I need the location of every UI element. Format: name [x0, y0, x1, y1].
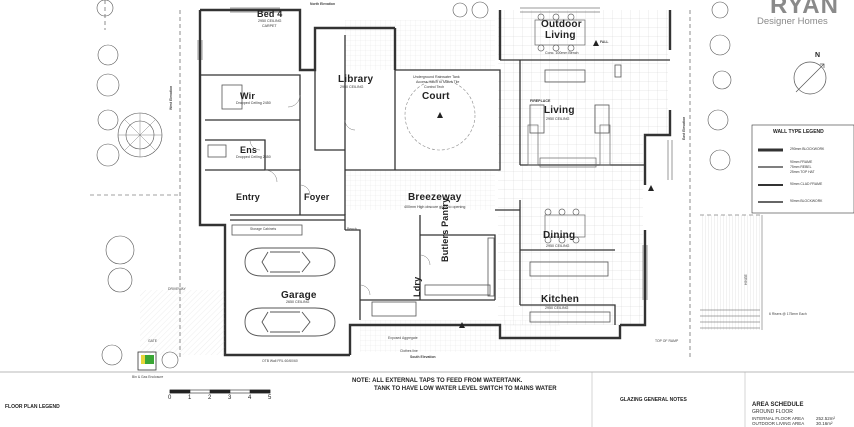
- room-kitchen: Kitchen: [541, 294, 580, 305]
- hinge-label: HINGE: [744, 274, 748, 285]
- area-row2-value: 30.16m²: [816, 421, 833, 426]
- room-ens-ceiling: Dropped Ceiling 2450: [236, 155, 271, 159]
- gate-label: GATE: [148, 339, 157, 343]
- room-bed4-ceiling: 2950 CEILING: [258, 19, 282, 23]
- bench-label: Bench: [347, 227, 357, 231]
- fireplace-label: FIREPLACE: [530, 99, 551, 103]
- area-row1-value: 252.52m²: [816, 416, 836, 421]
- room-breezeway: Breezeway: [408, 192, 462, 203]
- room-dining: Dining: [543, 230, 576, 241]
- room-entry: Entry: [236, 192, 261, 202]
- south-elevation-label: South Elevation: [410, 355, 436, 359]
- court-note-2: Access Hatch to Match Tile: [416, 80, 460, 84]
- room-living: Living: [544, 105, 575, 116]
- room-wir-ceiling: Dropped Ceiling 2450: [236, 101, 271, 105]
- wall-legend-item-3: 75mm REBEL: [790, 165, 812, 169]
- room-library-ceiling: 2950 CEILING: [340, 85, 364, 89]
- north-label: N: [815, 52, 821, 59]
- floor-legend-title: FLOOR PLAN LEGEND: [5, 404, 60, 410]
- bin-enclosure-label: Bin & Gas Enclosure: [132, 375, 164, 379]
- brand-tagline: Designer Homes: [757, 16, 828, 27]
- area-schedule-title: AREA SCHEDULE: [752, 402, 804, 408]
- room-ens: Ens: [240, 145, 258, 155]
- scale-tick-3: 3: [228, 395, 232, 401]
- area-row1-label: INTERNAL FLOOR AREA: [752, 416, 805, 421]
- wall-frl-label: OTB Wall FRL 60/60/60: [262, 359, 298, 363]
- room-dining-ceiling: 2950 CEILING: [546, 244, 570, 248]
- room-garage-ceiling: 2650 CEILING: [286, 300, 310, 304]
- room-foyer: Foyer: [304, 192, 330, 202]
- driveway-label: DRIVEWAY: [168, 287, 186, 291]
- wall-legend-item-1: 290mm BLOCKWORK: [790, 147, 825, 151]
- court-note-3: Control Tech: [424, 85, 445, 89]
- room-outdoor-living-2: Living: [545, 30, 576, 41]
- wall-legend-item-2: 90mm FRAME: [790, 160, 813, 164]
- area-row2-label: OUTDOOR LIVING AREA: [752, 421, 805, 426]
- room-wir: Wir: [240, 91, 256, 101]
- scale-tick-5: 5: [268, 395, 272, 401]
- room-butlers-pantry: Butlers Pantry: [440, 197, 450, 262]
- scale-tick-4: 4: [248, 395, 252, 401]
- wall-legend-item-5: 90mm CLAD FRAME: [790, 182, 823, 186]
- room-court: Court: [422, 91, 450, 102]
- scale-tick-1: 1: [188, 395, 192, 401]
- room-outdoor-living-ceiling: Conc. 100mm Bench: [545, 51, 579, 55]
- scale-tick-2: 2: [208, 395, 212, 401]
- room-garage: Garage: [281, 290, 317, 301]
- room-ldry: Ldry: [412, 276, 422, 297]
- breezeway-note: 400mm High obscure glass to opening: [404, 205, 466, 209]
- north-elevation-label: North Elevation: [310, 2, 336, 6]
- fall-label: FALL: [600, 40, 609, 44]
- area-schedule-subtitle: GROUND FLOOR: [752, 409, 793, 415]
- room-bed4-floor: CARPET: [262, 24, 277, 28]
- note-line-2: TANK TO HAVE LOW WATER LEVEL SWITCH TO M…: [374, 386, 557, 392]
- brand-name: RYAN: [770, 0, 839, 19]
- exposed-aggregate-label: Exposed Aggregate: [388, 336, 418, 340]
- scale-tick-0: 0: [168, 395, 172, 401]
- clothes-line-label: Clothes line: [400, 349, 418, 353]
- glazing-notes-title: GLAZING GENERAL NOTES: [620, 397, 687, 403]
- storage-cabinets-label: Storage Cabinets: [250, 227, 277, 231]
- room-outdoor-living: Outdoor: [541, 19, 582, 30]
- west-elevation-label: West Elevation: [169, 85, 173, 110]
- wall-legend-title: WALL TYPE LEGEND: [773, 129, 824, 135]
- room-living-ceiling: 2950 CEILING: [546, 117, 570, 121]
- top-of-ramp-label: TOP OF RAMP: [655, 339, 679, 343]
- east-elevation-label: East Elevation: [682, 116, 686, 140]
- stair-note-label: 6 Risers @ 175mm Each: [769, 312, 807, 316]
- room-library: Library: [338, 74, 374, 85]
- room-kitchen-ceiling: 2950 CEILING: [545, 306, 569, 310]
- court-note-1: Underground Rainwater Tank: [413, 75, 460, 79]
- room-bed4: Bed 4: [257, 9, 283, 19]
- wall-legend-item-4: 25mm TOP HAT: [790, 170, 815, 174]
- note-line-1: NOTE: ALL EXTERNAL TAPS TO FEED FROM WAT…: [352, 378, 523, 384]
- wall-legend-item-6: 90mm BLOCKWORK: [790, 199, 823, 203]
